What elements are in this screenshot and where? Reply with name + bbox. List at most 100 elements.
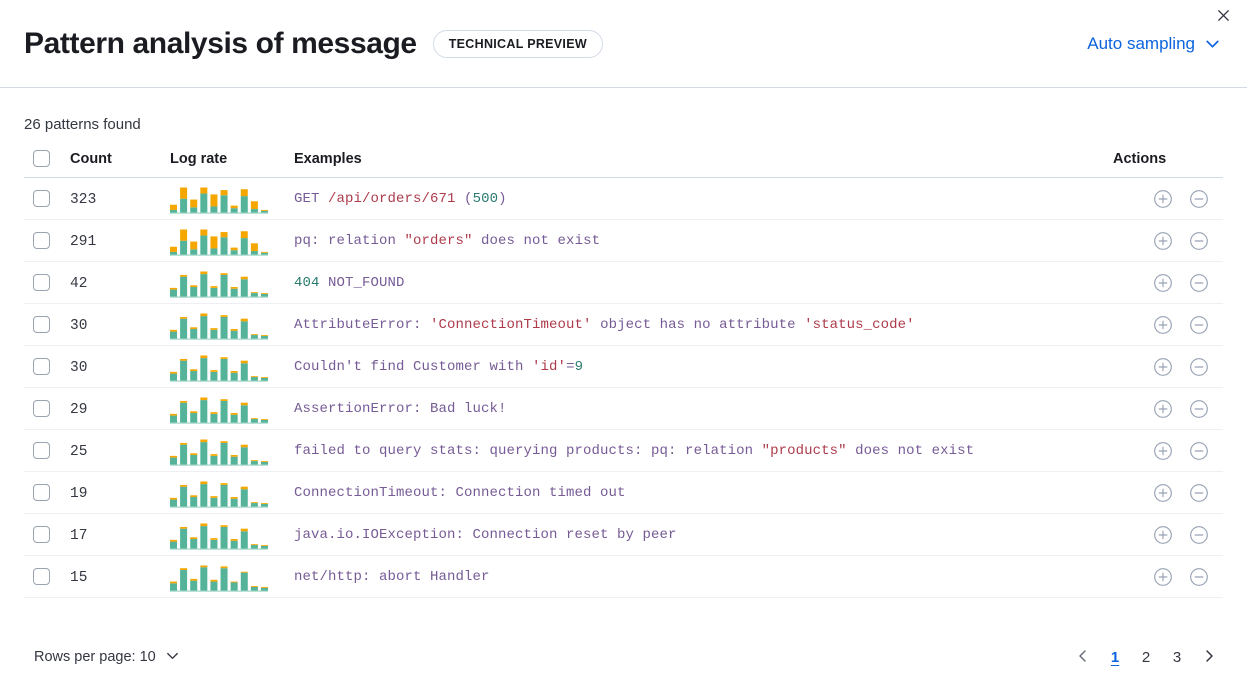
pagination-prev-button[interactable] — [1069, 643, 1097, 671]
example-token-def: GET — [294, 190, 329, 207]
log-rate-sparkline — [170, 478, 294, 508]
auto-sampling-button[interactable]: Auto sampling — [1085, 30, 1223, 58]
column-header-log-rate[interactable]: Log rate — [170, 150, 294, 178]
row-actions — [1113, 220, 1223, 261]
row-select-checkbox[interactable] — [33, 358, 50, 375]
example-text: AssertionError: Bad luck! — [294, 401, 1113, 417]
log-rate-cell — [170, 471, 294, 514]
filter-out-value-button[interactable] — [1189, 189, 1209, 209]
filter-out-value-button[interactable] — [1189, 441, 1209, 461]
table-row[interactable]: 42 404 NOT_FOUND — [24, 261, 1223, 304]
example-token-def: net/http: abort Handler — [294, 568, 490, 585]
filter-for-value-button[interactable] — [1153, 231, 1173, 251]
select-all-wrap — [24, 150, 70, 167]
actions-cell — [1113, 177, 1223, 220]
column-header-count[interactable]: Count — [70, 150, 170, 178]
filter-for-value-button[interactable] — [1153, 189, 1173, 209]
example-token-num: 404 — [294, 274, 320, 291]
example-cell: GET /api/orders/671 (500) — [294, 177, 1113, 220]
close-button[interactable] — [1210, 4, 1236, 30]
example-cell: AttributeError: 'ConnectionTimeout' obje… — [294, 303, 1113, 346]
plus-circle-icon — [1153, 315, 1173, 335]
example-cell: ConnectionTimeout: Connection timed out — [294, 471, 1113, 514]
example-token-def: object has no attribute — [591, 316, 805, 333]
chevron-right-icon — [1201, 648, 1217, 667]
count-value: 291 — [70, 233, 97, 250]
example-text: ConnectionTimeout: Connection timed out — [294, 485, 1113, 501]
column-header-examples[interactable]: Examples — [294, 150, 1113, 178]
row-select-checkbox[interactable] — [33, 316, 50, 333]
example-token-def: does not exist — [846, 442, 975, 459]
select-all-header — [24, 150, 70, 178]
table-row[interactable]: 291 pq: relation "orders" does not exist — [24, 219, 1223, 262]
table-row[interactable]: 25 failed to query stats: querying produc… — [24, 429, 1223, 472]
row-select-checkbox[interactable] — [33, 568, 50, 585]
row-select-cell — [24, 303, 70, 346]
header-left-group: Pattern analysis of message TECHNICAL PR… — [24, 28, 603, 59]
chevron-left-icon — [1075, 648, 1091, 667]
filter-for-value-button[interactable] — [1153, 399, 1173, 419]
example-token-str: "orders" — [404, 232, 473, 249]
pagination-next-button[interactable] — [1195, 643, 1223, 671]
example-text: 404 NOT_FOUND — [294, 275, 1113, 291]
filter-out-value-button[interactable] — [1189, 483, 1209, 503]
example-cell: AssertionError: Bad luck! — [294, 387, 1113, 430]
row-select-checkbox[interactable] — [33, 274, 50, 291]
example-text: pq: relation "orders" does not exist — [294, 233, 1113, 249]
filter-for-value-button[interactable] — [1153, 525, 1173, 545]
pagination-page-1[interactable]: 1 — [1102, 643, 1128, 671]
count-cell: 291 — [70, 219, 170, 262]
row-select-wrap — [24, 316, 70, 333]
actions-cell — [1113, 555, 1223, 598]
log-rate-cell — [170, 345, 294, 388]
column-header-actions: Actions — [1113, 150, 1223, 178]
rows-per-page-selector[interactable]: Rows per page: 10 — [34, 644, 180, 671]
filter-for-value-button[interactable] — [1153, 441, 1173, 461]
row-select-checkbox[interactable] — [33, 232, 50, 249]
row-select-checkbox[interactable] — [33, 484, 50, 501]
count-value: 29 — [70, 401, 88, 418]
count-cell: 25 — [70, 429, 170, 472]
filter-out-value-button[interactable] — [1189, 273, 1209, 293]
row-select-checkbox[interactable] — [33, 400, 50, 417]
row-select-wrap — [24, 568, 70, 585]
filter-out-value-button[interactable] — [1189, 399, 1209, 419]
filter-out-value-button[interactable] — [1189, 357, 1209, 377]
log-rate-sparkline — [170, 184, 294, 214]
minus-circle-icon — [1189, 483, 1209, 503]
log-rate-cell — [170, 429, 294, 472]
filter-out-value-button[interactable] — [1189, 231, 1209, 251]
row-select-checkbox[interactable] — [33, 190, 50, 207]
pagination-page-2[interactable]: 2 — [1133, 643, 1159, 671]
row-select-cell — [24, 429, 70, 472]
filter-out-value-button[interactable] — [1189, 315, 1209, 335]
example-token-def: java.io.IOException: Connection reset by… — [294, 526, 677, 543]
minus-circle-icon — [1189, 231, 1209, 251]
filter-for-value-button[interactable] — [1153, 315, 1173, 335]
row-select-checkbox[interactable] — [33, 526, 50, 543]
filter-for-value-button[interactable] — [1153, 273, 1173, 293]
actions-cell — [1113, 219, 1223, 262]
count-cell: 42 — [70, 261, 170, 304]
row-select-checkbox[interactable] — [33, 442, 50, 459]
log-rate-sparkline — [170, 226, 294, 256]
filter-for-value-button[interactable] — [1153, 357, 1173, 377]
table-row[interactable]: 29 AssertionError: Bad luck! — [24, 387, 1223, 430]
filter-out-value-button[interactable] — [1189, 525, 1209, 545]
filter-out-value-button[interactable] — [1189, 567, 1209, 587]
filter-for-value-button[interactable] — [1153, 483, 1173, 503]
row-select-wrap — [24, 526, 70, 543]
filter-for-value-button[interactable] — [1153, 567, 1173, 587]
pagination-page-3[interactable]: 3 — [1164, 643, 1190, 671]
example-token-def: failed to query stats: querying products… — [294, 442, 762, 459]
select-all-checkbox[interactable] — [33, 150, 50, 167]
minus-circle-icon — [1189, 273, 1209, 293]
